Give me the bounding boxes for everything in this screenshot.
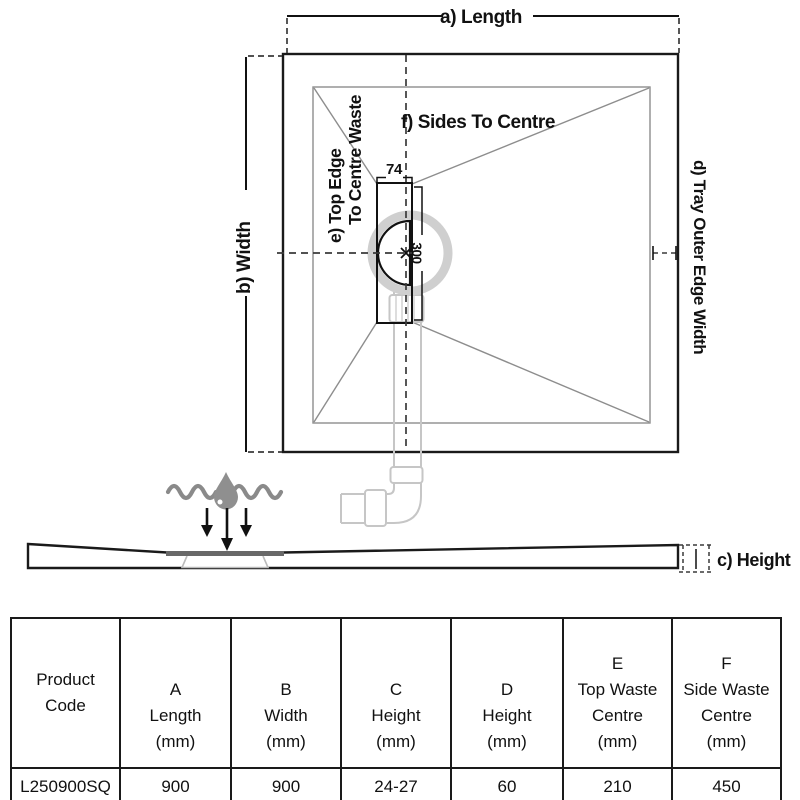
recessed-waste-body (180, 555, 270, 569)
cell-a-length: 900 (119, 767, 232, 800)
water-drop-icon (165, 472, 284, 551)
waste-cover-bar (166, 551, 284, 556)
drop-highlight (217, 499, 223, 505)
dim-74-bracket (376, 176, 413, 183)
waste-centre-mark (400, 247, 412, 259)
pipe-collar-mid (389, 466, 424, 484)
centre-lines (277, 55, 412, 447)
cell-e-top-waste-centre: 210 (562, 767, 673, 800)
height-label: c) Height (717, 550, 791, 570)
pipe-collar-elbow (364, 489, 387, 527)
slope-diagonals (313, 87, 650, 423)
technical-drawing: a) Length b) Width f) Sides To Centre d)… (26, 7, 791, 573)
side-view: c) Height (26, 542, 791, 573)
tray-profile (26, 542, 680, 570)
sides-to-centre-label: f) Sides To Centre (401, 112, 555, 133)
dim-width (245, 55, 282, 453)
data-row: L250900SQ 900 900 24-27 60 210 450 (10, 767, 782, 800)
tray-outer-edge (281, 52, 680, 454)
dim-height (679, 544, 711, 573)
waste-flange-ring (367, 210, 453, 296)
top-edge-label-line2: To Centre Waste (345, 94, 365, 225)
waste-width-dim-text: 74 (386, 161, 403, 178)
tray-inner-edge (312, 86, 651, 424)
waste-drain (376, 219, 412, 287)
plan-view: a) Length b) Width f) Sides To Centre d)… (234, 7, 709, 527)
dim-300-bracket (414, 186, 423, 321)
dim-length (286, 15, 680, 53)
waste-length-dim-text: 300 (409, 242, 424, 263)
cell-f-side-waste-centre: 450 (671, 767, 782, 800)
width-label: b) Width (234, 221, 255, 294)
outer-edge-width-label: d) Tray Outer Edge Width (690, 160, 709, 354)
dim-outer-edge (652, 246, 677, 260)
cell-d-height: 60 (450, 767, 564, 800)
wave-icon (165, 483, 284, 501)
cell-b-width: 900 (230, 767, 342, 800)
drop-icon (214, 472, 238, 510)
top-edge-label-line1: e) Top Edge (325, 148, 345, 243)
length-label: a) Length (440, 7, 522, 28)
flow-arrows (201, 508, 252, 551)
cell-c-height: 24-27 (340, 767, 452, 800)
cell-product-code: L250900SQ (10, 767, 121, 800)
